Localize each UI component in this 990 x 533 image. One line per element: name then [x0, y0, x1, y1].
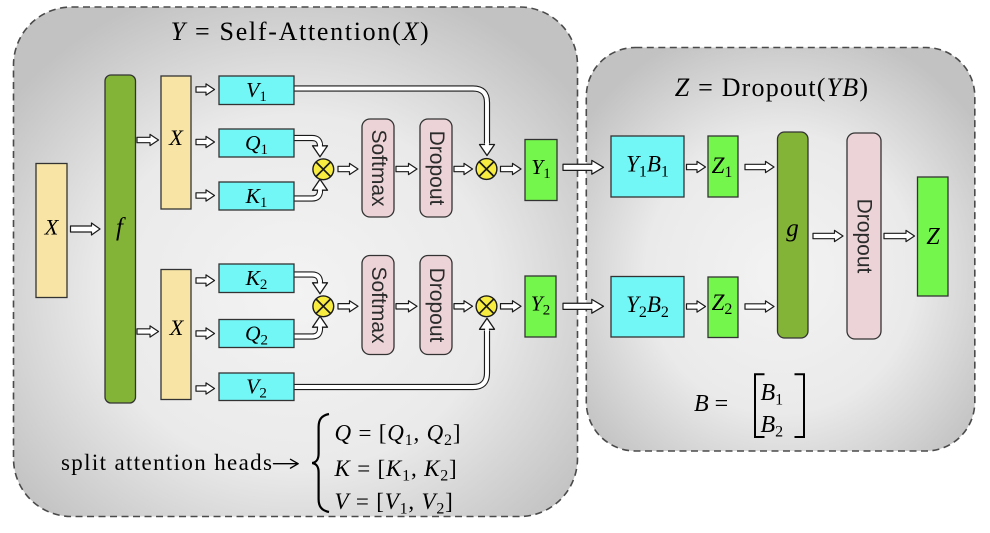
- svg-text:X: X: [44, 215, 60, 240]
- svg-text:Dropout: Dropout: [425, 268, 448, 343]
- svg-text:Z = Dropout(YB): Z = Dropout(YB): [675, 73, 869, 102]
- svg-text:X: X: [168, 125, 184, 150]
- svg-text:Softmax: Softmax: [367, 266, 390, 344]
- svg-text:g: g: [786, 215, 799, 242]
- svg-text:split attention heads: split attention heads: [61, 450, 273, 475]
- svg-text:Softmax: Softmax: [367, 129, 390, 207]
- svg-text:X: X: [169, 315, 185, 340]
- svg-text:Dropout: Dropout: [425, 131, 448, 206]
- svg-text:Q = [Q1, Q2]: Q = [Q1, Q2]: [335, 421, 462, 450]
- svg-text:K = [K1, K2]: K = [K1, K2]: [334, 456, 458, 485]
- svg-text:Dropout: Dropout: [853, 199, 876, 274]
- svg-text:Z: Z: [926, 224, 940, 250]
- svg-text:V = [V1, V2]: V = [V1, V2]: [335, 489, 454, 518]
- svg-text:f: f: [116, 214, 126, 241]
- svg-text:Y = Self-Attention(X): Y = Self-Attention(X): [171, 17, 431, 46]
- svg-text:B =: B =: [694, 391, 728, 417]
- svg-text:Y1B1: Y1B1: [626, 152, 669, 181]
